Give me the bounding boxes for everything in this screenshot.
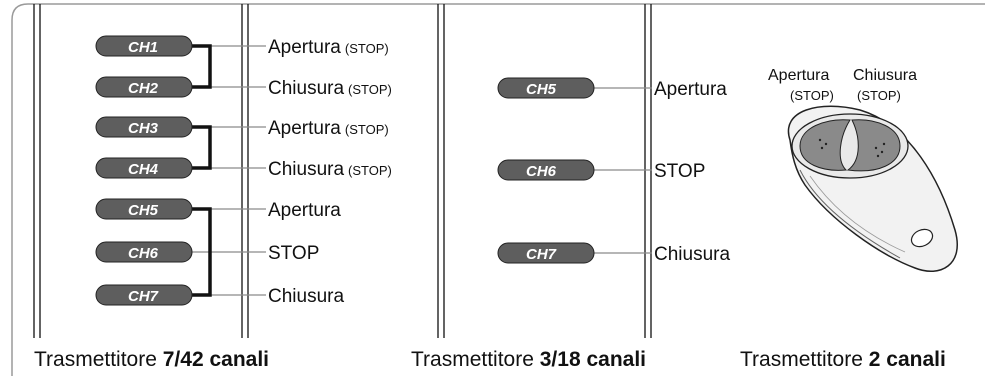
caption-3-18: Trasmettitore 3/18 canali bbox=[411, 348, 646, 371]
channel-pill-ch7: CH7 bbox=[95, 284, 193, 306]
svg-text:CH5: CH5 bbox=[526, 81, 557, 98]
svg-text:CH2: CH2 bbox=[128, 80, 159, 97]
channel-pill-ch3: CH3 bbox=[95, 116, 193, 138]
svg-text:CH6: CH6 bbox=[526, 163, 557, 180]
label-ch5: Apertura bbox=[654, 79, 727, 100]
channel-pill-ch4: CH4 bbox=[95, 157, 193, 179]
channel-pill-ch6: CH6 bbox=[497, 159, 595, 181]
separator-lines bbox=[33, 4, 652, 338]
svg-text:CH5: CH5 bbox=[128, 202, 159, 219]
label-ch1: Apertura(STOP) bbox=[268, 37, 389, 58]
channel-pill-ch2: CH2 bbox=[95, 76, 193, 98]
label-ch3: Apertura(STOP) bbox=[268, 118, 389, 139]
label-ch4: Chiusura(STOP) bbox=[268, 159, 392, 180]
remote-button-left bbox=[799, 119, 851, 171]
label-ch7: Chiusura bbox=[268, 286, 344, 307]
caption-2-canali: Trasmettitore 2 canali bbox=[740, 348, 946, 371]
channel-pill-ch7: CH7 bbox=[497, 242, 595, 264]
channel-group-brackets bbox=[190, 44, 212, 297]
channel-pill-ch1: CH1 bbox=[95, 35, 193, 57]
svg-text:CH6: CH6 bbox=[128, 245, 159, 262]
svg-text:CH4: CH4 bbox=[128, 161, 159, 178]
button-label-apertura: Apertura bbox=[768, 67, 829, 84]
outer-frame bbox=[11, 3, 985, 376]
label-ch6: STOP bbox=[654, 161, 705, 182]
svg-text:CH7: CH7 bbox=[526, 246, 557, 263]
channel-pill-ch5: CH5 bbox=[497, 77, 595, 99]
connector-lines bbox=[594, 87, 652, 254]
label-ch7: Chiusura bbox=[654, 244, 730, 265]
button-sub-chiusura: (STOP) bbox=[857, 88, 901, 103]
label-ch5: Apertura bbox=[268, 200, 341, 221]
connector-lines bbox=[190, 45, 266, 296]
caption-7-42: Trasmettitore 7/42 canali bbox=[34, 348, 269, 371]
channel-pill-ch5: CH5 bbox=[95, 198, 193, 220]
label-ch2: Chiusura(STOP) bbox=[268, 78, 392, 99]
label-ch6: STOP bbox=[268, 243, 319, 264]
remote-button-right bbox=[846, 119, 901, 172]
remote-control-icon bbox=[787, 105, 958, 272]
button-sub-apertura: (STOP) bbox=[790, 88, 834, 103]
panel-7-42: CH1 CH2 CH3 CH4 CH5 CH6 CH7 Apertura(STO… bbox=[34, 35, 392, 371]
button-label-chiusura: Chiusura bbox=[853, 67, 917, 84]
svg-text:CH1: CH1 bbox=[128, 39, 158, 56]
svg-text:CH3: CH3 bbox=[128, 120, 159, 137]
panel-2-channels: Apertura (STOP) Chiusura (STOP) bbox=[740, 67, 958, 371]
panel-3-18: CH5 CH6 CH7 Apertura STOP Chiusura Trasm… bbox=[411, 77, 730, 371]
svg-text:CH7: CH7 bbox=[128, 288, 159, 305]
channel-pill-ch6: CH6 bbox=[95, 241, 193, 263]
